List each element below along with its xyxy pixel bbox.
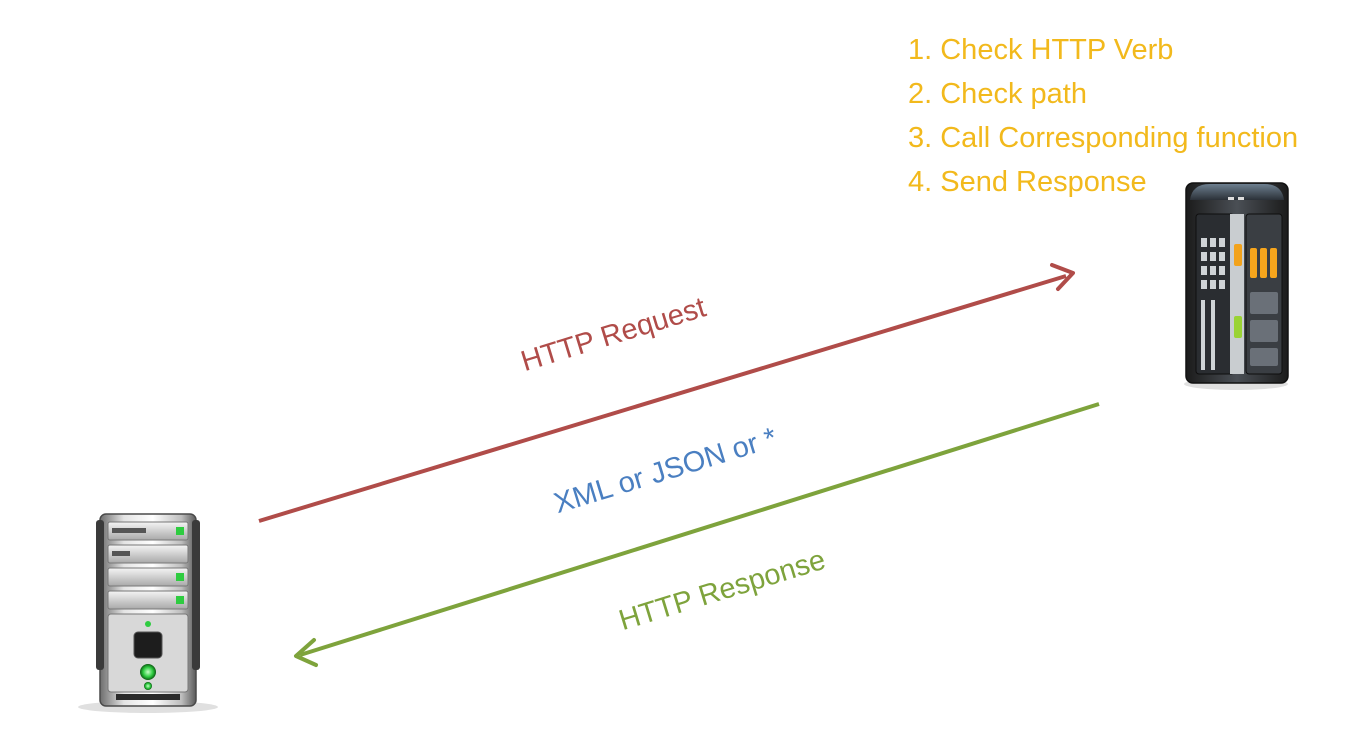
response-arrow: [294, 402, 1100, 667]
web-server-icon: [1184, 182, 1289, 390]
step-call-function: 3. Call Corresponding function: [908, 122, 1299, 154]
step-send-response: 4. Send Response: [908, 166, 1147, 198]
client-server-icon: [78, 513, 218, 713]
request-arrow: [258, 263, 1075, 523]
step-check-verb: 1. Check HTTP Verb: [908, 34, 1174, 66]
server-steps-list: 1. Check HTTP Verb 2. Check path 3. Call…: [908, 28, 1298, 204]
step-check-path: 2. Check path: [908, 78, 1087, 110]
